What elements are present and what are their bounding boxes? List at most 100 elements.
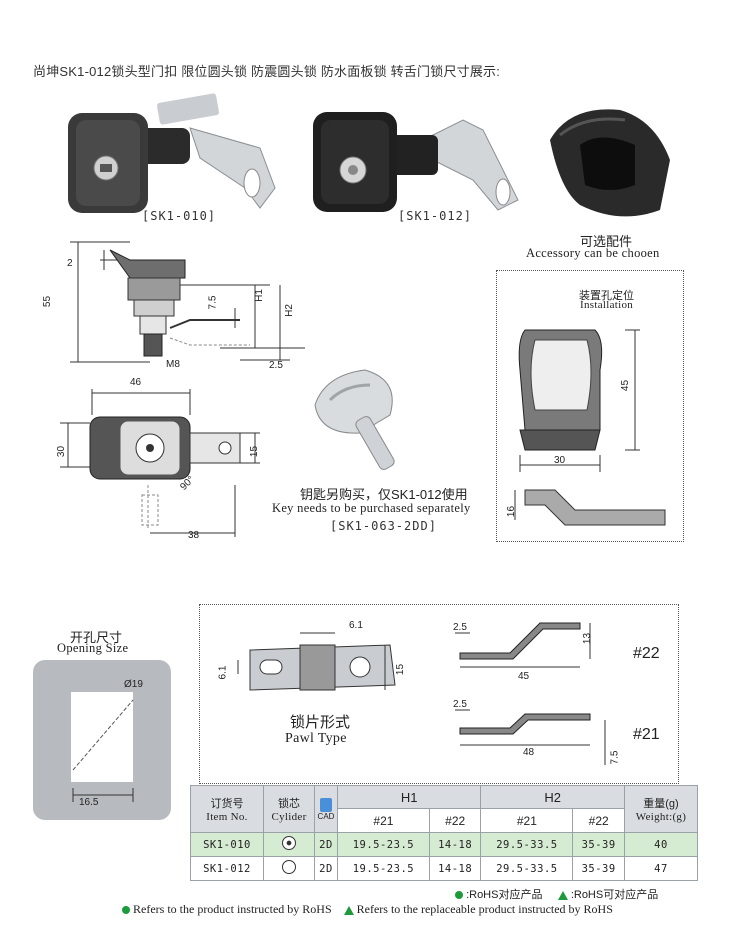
dim-2: 2 bbox=[67, 258, 73, 269]
legend-tri-en: Refers to the replaceable product instru… bbox=[356, 902, 613, 916]
install-label-en: Installation bbox=[580, 299, 634, 311]
th-item-en: Item No. bbox=[206, 811, 248, 823]
cell-cad: 2D bbox=[314, 832, 338, 857]
th-weight: 重量(g) Weight:(g) bbox=[624, 785, 698, 833]
pawl-title-en: Pawl Type bbox=[285, 731, 347, 746]
cell-h1-22: 14-18 bbox=[428, 856, 482, 881]
th-core: 锁芯 Cylider bbox=[263, 785, 315, 833]
legend-cn: :RoHS对应产品 :RoHS可对应产品 bbox=[455, 886, 658, 902]
dim-2-5: 2.5 bbox=[269, 360, 283, 371]
pawl-dim-15: 15 bbox=[395, 663, 407, 676]
pawl21-tag: #21 bbox=[633, 726, 660, 743]
install-label-cn: 装置孔定位 bbox=[579, 290, 634, 302]
product-photo-sk1-010 bbox=[68, 93, 276, 213]
opening-width: 16.5 bbox=[79, 797, 99, 808]
th-item: 订货号 Item No. bbox=[190, 785, 264, 833]
dim-m8: M8 bbox=[166, 359, 180, 370]
cell-h1-21: 19.5-23.5 bbox=[337, 832, 430, 857]
th-core-cn: 锁芯 bbox=[278, 798, 300, 810]
cell-h2-21: 29.5-33.5 bbox=[480, 856, 574, 881]
top-view-drawing bbox=[60, 389, 260, 537]
accessory-dimension-frame bbox=[496, 270, 684, 542]
cell-h1-22: 14-18 bbox=[428, 832, 482, 857]
cylinder-icon bbox=[263, 832, 315, 857]
opening-title-cn: 开孔尺寸 bbox=[70, 630, 123, 645]
legend-tri-cn: :RoHS可对应产品 bbox=[570, 889, 659, 901]
spec-table: 订货号 Item No. 锁芯 Cylider CAD H1 H2 重量(g) … bbox=[190, 785, 698, 881]
cylinder-icon bbox=[263, 856, 315, 881]
page-heading: 尚坤SK1-012锁头型门扣 限位圆头锁 防震圆头锁 防水面板锁 转舌门锁尺寸展… bbox=[33, 64, 501, 79]
cell-weight: 40 bbox=[624, 832, 698, 857]
cell-weight: 47 bbox=[624, 856, 698, 881]
cell-h2-22: 35-39 bbox=[572, 856, 625, 881]
cell-cad: 2D bbox=[314, 856, 338, 881]
th-weight-cn: 重量(g) bbox=[643, 798, 679, 810]
th-cad: CAD bbox=[314, 785, 338, 833]
cell-h2-22: 35-39 bbox=[572, 832, 625, 857]
th-cad-label: CAD bbox=[317, 811, 335, 821]
pawl21-dim-48: 48 bbox=[523, 747, 535, 758]
rohs-triangle-icon bbox=[343, 905, 354, 915]
dim-55: 55 bbox=[42, 295, 54, 308]
accessory-dim-30: 30 bbox=[554, 455, 566, 466]
pawl21-dim-2-5: 2.5 bbox=[453, 699, 467, 710]
key-code: [SK1-063-2DD] bbox=[330, 519, 437, 533]
product-photo-sk1-012 bbox=[313, 112, 519, 212]
th-h2-21: #21 bbox=[480, 808, 574, 833]
opening-size-drawing bbox=[33, 660, 171, 820]
opening-dia: Ø19 bbox=[124, 679, 143, 690]
accessory-title-cn: 可选配件 bbox=[580, 234, 633, 249]
accessory-drawing bbox=[514, 329, 666, 526]
th-h1: H1 bbox=[336, 785, 482, 809]
th-core-en: Cylider bbox=[271, 811, 307, 823]
opening-title-en: Opening Size bbox=[57, 641, 129, 655]
pawl-21-drawing bbox=[455, 709, 606, 765]
pawl-22-drawing bbox=[455, 622, 591, 668]
legend-dot-en: Refers to the product instructed by RoHS bbox=[133, 902, 332, 916]
th-h1-22: #22 bbox=[428, 808, 482, 833]
cell-h2-21: 29.5-33.5 bbox=[480, 832, 574, 857]
accessory-dim-45: 45 bbox=[620, 379, 632, 392]
th-item-cn: 订货号 bbox=[210, 798, 244, 810]
pawl22-dim-13: 13 bbox=[582, 632, 594, 645]
pawl22-tag: #22 bbox=[633, 645, 660, 662]
pawl21-dim-7-5: 7.5 bbox=[609, 750, 621, 765]
rohs-dot-icon bbox=[122, 906, 130, 915]
cell-h1-21: 19.5-23.5 bbox=[337, 856, 430, 881]
product-label-2: [SK1-012] bbox=[398, 209, 473, 223]
dim-h1: H1 bbox=[253, 289, 265, 302]
pawl22-dim-45: 45 bbox=[518, 671, 530, 682]
key-note-en: Key needs to be purchased separately bbox=[272, 501, 471, 515]
cad-icon bbox=[320, 797, 332, 812]
pawl-dim-6-1-left: 6.1 bbox=[217, 665, 229, 680]
accessory-dim-16: 16 bbox=[506, 505, 518, 518]
dim-15: 15 bbox=[249, 445, 261, 458]
table-row: SK1-012 2D 19.5-23.5 14-18 29.5-33.5 35-… bbox=[190, 856, 698, 881]
pawl-title-cn: 锁片形式 bbox=[290, 714, 351, 731]
side-view-drawing bbox=[70, 241, 305, 363]
pawl-flat-drawing bbox=[237, 632, 396, 691]
product-label-1: [SK1-010] bbox=[142, 209, 217, 223]
cell-item: SK1-012 bbox=[190, 856, 264, 881]
dim-38: 38 bbox=[188, 530, 200, 541]
accessory-photo bbox=[550, 109, 670, 217]
key-note-cn: 钥匙另购买，仅SK1-012使用 bbox=[300, 487, 468, 502]
th-weight-en: Weight:(g) bbox=[635, 811, 687, 823]
th-h1-21: #21 bbox=[337, 808, 430, 833]
pawl22-dim-2-5: 2.5 bbox=[453, 622, 467, 633]
dim-46: 46 bbox=[130, 377, 142, 388]
rohs-dot-icon bbox=[455, 891, 463, 900]
key-photo bbox=[314, 369, 395, 470]
dim-30: 30 bbox=[56, 445, 68, 458]
pawl-frame bbox=[199, 604, 679, 784]
rohs-triangle-icon bbox=[557, 890, 568, 900]
th-h2: H2 bbox=[480, 785, 625, 809]
legend-dot-cn: :RoHS对应产品 bbox=[466, 889, 543, 901]
pawl-dim-6-1-top: 6.1 bbox=[349, 620, 363, 631]
cell-item: SK1-010 bbox=[190, 832, 264, 857]
table-row: SK1-010 2D 19.5-23.5 14-18 29.5-33.5 35-… bbox=[190, 832, 698, 857]
accessory-title-en: Accessory can be chooen bbox=[526, 246, 660, 260]
legend-en: Refers to the product instructed by RoHS… bbox=[122, 902, 613, 917]
th-h2-22: #22 bbox=[572, 808, 625, 833]
dim-7-5: 7.5 bbox=[207, 295, 219, 310]
